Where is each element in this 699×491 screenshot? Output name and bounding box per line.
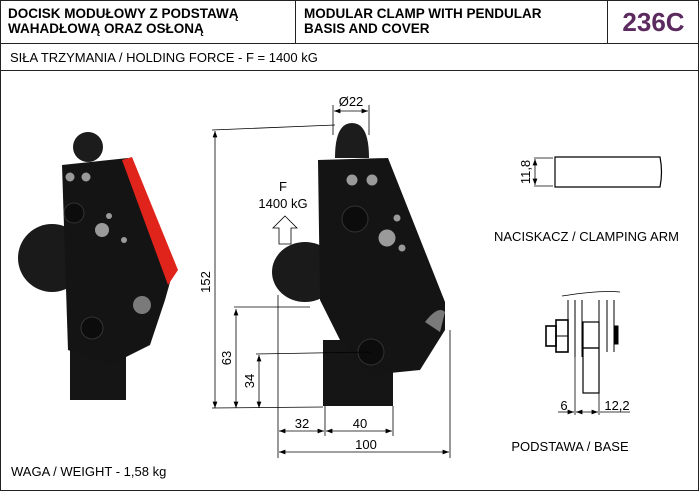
title-en-line1: MODULAR CLAMP WITH PENDULAR (304, 6, 542, 21)
dim-34: 34 (242, 374, 257, 388)
title-pl-line1: DOCISK MODUŁOWY Z PODSTAWĄ (8, 6, 239, 21)
title-pl-line2: WAHADŁOWĄ ORAZ OSŁONĄ (8, 21, 204, 36)
base-label: PODSTAWA / BASE (511, 439, 629, 454)
product-code: 236C (622, 7, 685, 37)
force-value: 1400 kG (258, 196, 307, 211)
dimension-lines (211, 105, 451, 458)
clamp-side-view (272, 123, 445, 406)
arm-thickness-dim: 11,8 (518, 160, 533, 184)
product-code-cell: 236C (608, 0, 699, 44)
dim-63: 63 (219, 351, 234, 365)
clamping-arm-label: NACISKACZ / CLAMPING ARM (494, 229, 679, 244)
red-cover (122, 157, 178, 285)
title-en-line2: BASIS AND COVER (304, 21, 430, 36)
dimension-labels: Ø22 F 1400 kG 152 63 34 32 40 100 (198, 94, 377, 452)
force-label: F (279, 179, 287, 194)
weight: WAGA / WEIGHT - 1,58 kg (11, 464, 167, 479)
dim-32: 32 (295, 416, 309, 431)
dim-40: 40 (353, 416, 367, 431)
holding-force: SIŁA TRZYMANIA / HOLDING FORCE - F = 140… (0, 44, 699, 71)
force-arrow-icon (272, 215, 298, 245)
base-detail (545, 291, 630, 415)
base-dim-6: 6 (560, 398, 567, 413)
dim-diameter: Ø22 (339, 94, 364, 109)
dim-height: 152 (198, 271, 213, 293)
clamping-arm-detail: 11,8 NACISKACZ / CLAMPING ARM (494, 156, 679, 244)
clamp-perspective-view (18, 132, 178, 400)
base-dim-12-2: 12,2 (604, 398, 629, 413)
dim-100: 100 (355, 437, 377, 452)
